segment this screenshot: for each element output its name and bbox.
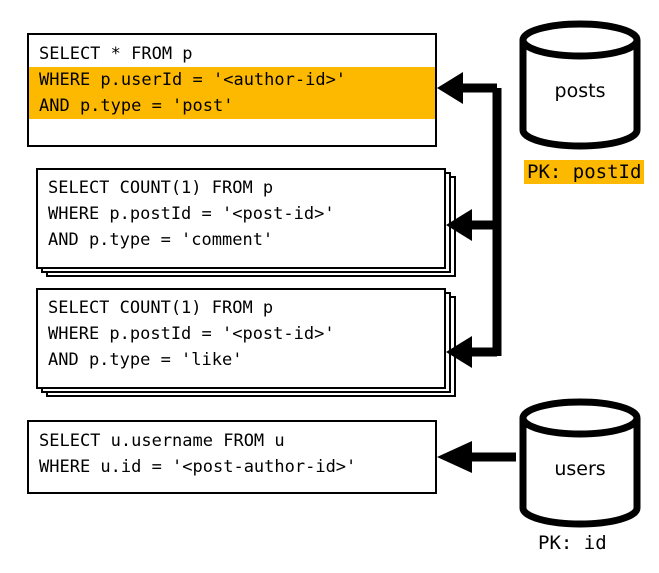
query-lines: SELECT u.username FROM u WHERE u.id = '<… bbox=[29, 422, 435, 486]
query-lines: SELECT COUNT(1) FROM p WHERE p.postId = … bbox=[38, 290, 444, 378]
datastore-label: posts bbox=[554, 80, 606, 102]
query-line-highlighted: AND p.type = 'post' bbox=[29, 93, 435, 119]
query-box-username[interactable]: SELECT u.username FROM u WHERE u.id = '<… bbox=[27, 420, 437, 494]
query-box-count-comments[interactable]: SELECT COUNT(1) FROM p WHERE p.postId = … bbox=[36, 168, 446, 269]
arrowhead-icon bbox=[437, 72, 463, 104]
datastore-pk-posts: PK: postId bbox=[524, 160, 645, 184]
query-line: SELECT u.username FROM u bbox=[39, 431, 285, 451]
query-box-count-likes[interactable]: SELECT COUNT(1) FROM p WHERE p.postId = … bbox=[36, 288, 446, 389]
query-lines: SELECT COUNT(1) FROM p WHERE p.postId = … bbox=[38, 170, 444, 258]
datastore-pk-users: PK: id bbox=[538, 532, 607, 554]
datastore-label: users bbox=[554, 458, 606, 480]
cylinder-icon bbox=[519, 20, 641, 150]
query-line: WHERE p.postId = '<post-id>' bbox=[48, 324, 335, 344]
query-line: WHERE u.id = '<post-author-id>' bbox=[39, 457, 357, 477]
query-line: SELECT COUNT(1) FROM p bbox=[48, 298, 274, 318]
datastore-posts[interactable]: posts bbox=[518, 20, 642, 150]
query-box-posts-by-author[interactable]: SELECT * FROM p WHERE p.userId = '<autho… bbox=[27, 33, 437, 147]
query-line-highlighted: WHERE p.userId = '<author-id>' bbox=[29, 67, 435, 93]
query-line: SELECT * FROM p bbox=[39, 44, 193, 64]
query-line: SELECT COUNT(1) FROM p bbox=[48, 178, 274, 198]
datastore-users[interactable]: users bbox=[518, 398, 642, 528]
query-line: AND p.type = 'like' bbox=[48, 350, 243, 370]
query-lines: SELECT * FROM p WHERE p.userId = '<autho… bbox=[29, 35, 435, 125]
cylinder-icon bbox=[519, 398, 641, 528]
query-line: AND p.type = 'comment' bbox=[48, 230, 274, 250]
arrowhead-icon bbox=[437, 441, 472, 473]
query-line: WHERE p.postId = '<post-id>' bbox=[48, 204, 335, 224]
